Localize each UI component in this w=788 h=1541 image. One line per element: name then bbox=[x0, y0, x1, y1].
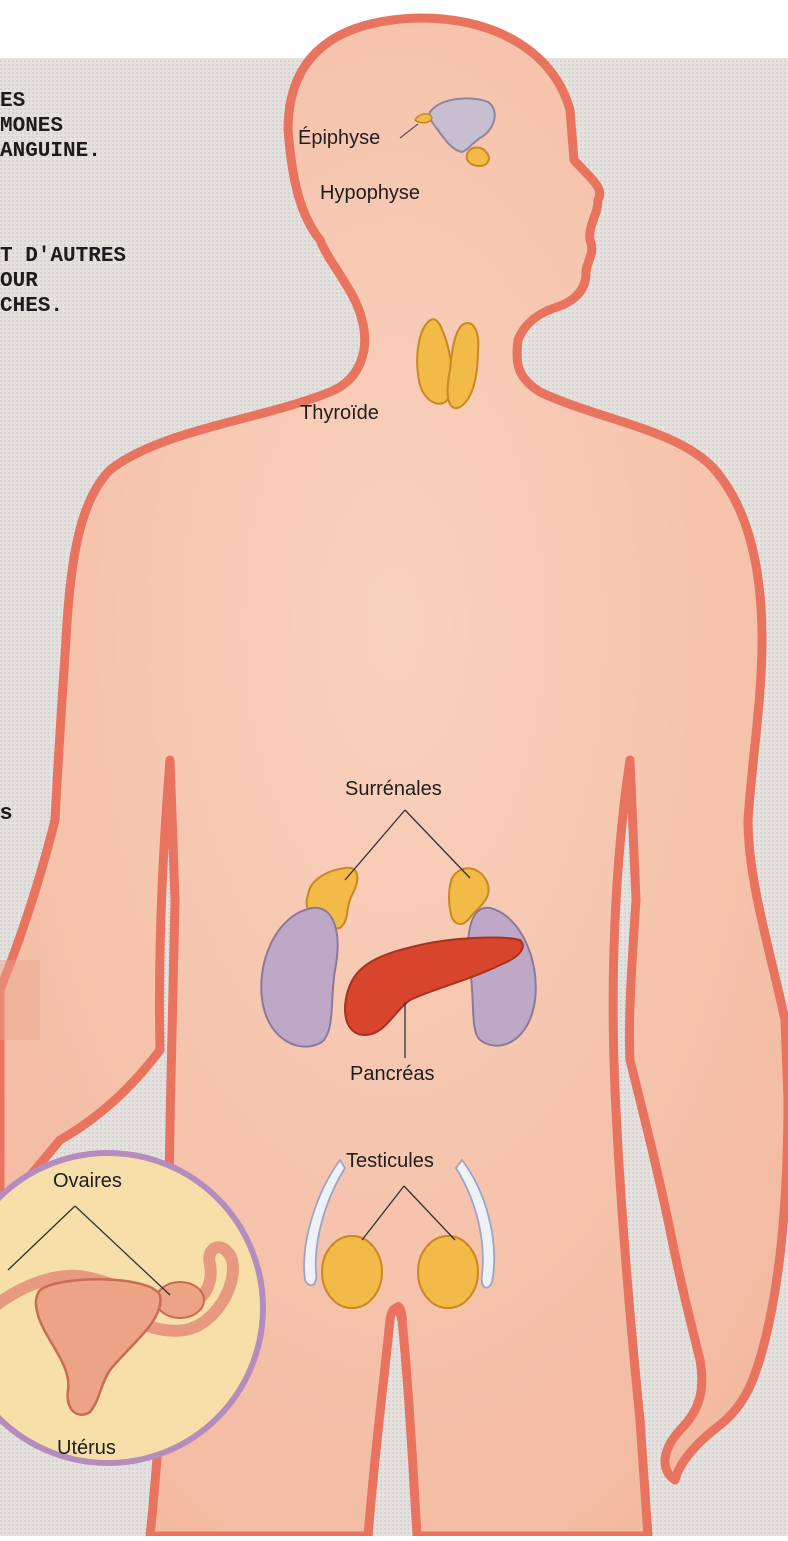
intro-paragraph-2: T D'AUTRES OUR CHES. bbox=[0, 244, 126, 319]
intro-paragraph-1: ES MONES ANGUINE. bbox=[0, 89, 101, 164]
ovary-right bbox=[156, 1282, 204, 1318]
hypophyse-gland bbox=[467, 148, 489, 167]
label-testicules: Testicules bbox=[346, 1150, 434, 1173]
label-epiphyse: Épiphyse bbox=[298, 127, 380, 150]
label-surrenales: Surrénales bbox=[345, 778, 442, 801]
label-ovaires: Ovaires bbox=[53, 1170, 122, 1193]
margin-text-fragment: s bbox=[0, 799, 12, 825]
label-uterus: Utérus bbox=[57, 1437, 116, 1460]
testicle-right bbox=[418, 1236, 478, 1308]
left-arm-shadow bbox=[0, 960, 40, 1040]
testicle-left bbox=[322, 1236, 382, 1308]
label-hypophyse: Hypophyse bbox=[320, 182, 420, 205]
label-thyroide: Thyroïde bbox=[300, 402, 379, 425]
label-pancreas: Pancréas bbox=[350, 1063, 435, 1086]
